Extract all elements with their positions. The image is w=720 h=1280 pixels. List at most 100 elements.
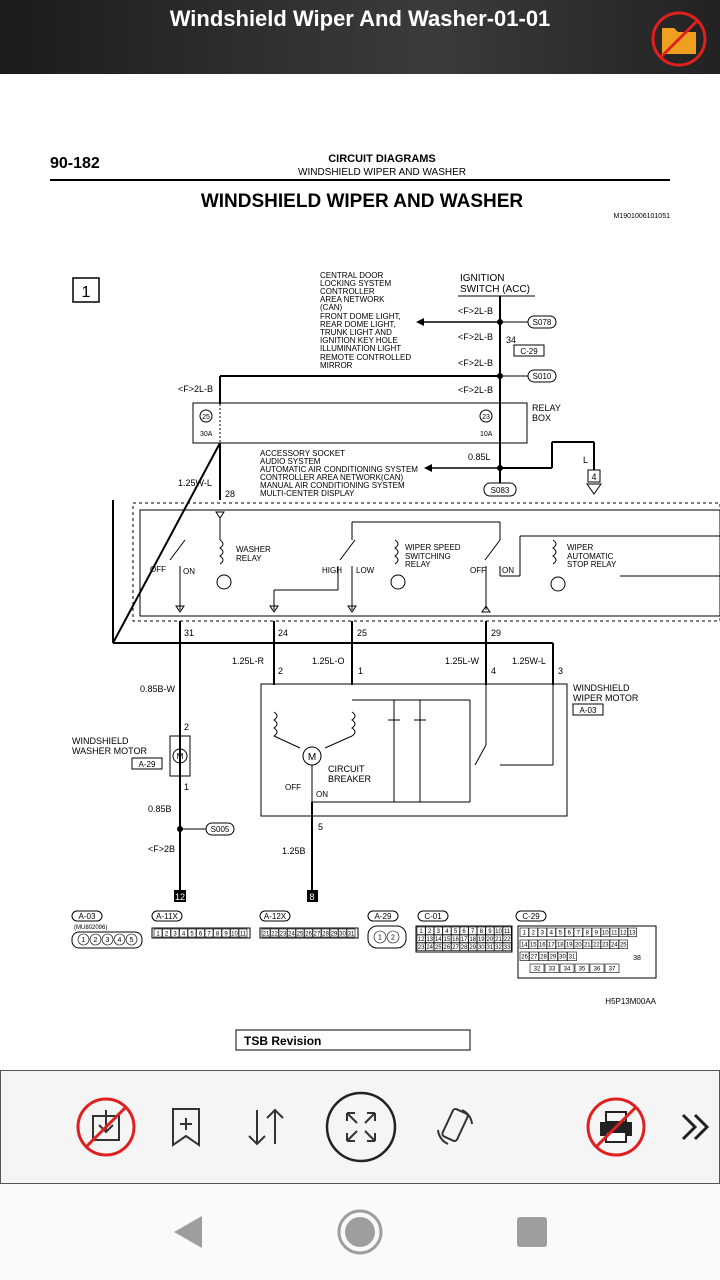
connector-pin: 2 [391, 934, 395, 941]
connector-pin: 8 [480, 929, 484, 935]
connector-a29: A-29 [139, 760, 156, 769]
bookmark-add-button[interactable] [161, 1071, 211, 1183]
rotate-icon [437, 1108, 473, 1145]
motor-symbol: M [177, 752, 184, 761]
download-disabled-button[interactable] [75, 1071, 137, 1183]
pin-label: 25 [357, 628, 367, 638]
dest-item: AUDIO SYSTEM [260, 457, 321, 466]
dest-item: (CAN) [320, 303, 343, 312]
connector-pin: 31 [569, 955, 576, 961]
ground-12: 12 [175, 892, 185, 902]
connector-pin: 9 [224, 931, 228, 937]
document-page: 90-182 CIRCUIT DIAGRAMS WINDSHIELD WIPER… [0, 74, 720, 1068]
system-nav-bar [0, 1184, 720, 1280]
connector-pin: 17 [548, 943, 555, 949]
pin-label: 29 [491, 628, 501, 638]
more-button[interactable] [671, 1071, 719, 1183]
wire-label: <F>2L-B [458, 306, 493, 316]
connector-pin: 33 [504, 945, 511, 951]
diagram-number: 1 [82, 284, 91, 301]
washer-motor-label-2: WASHER MOTOR [72, 746, 148, 756]
connector-pin: 7 [471, 929, 475, 935]
connector-pin: 15 [530, 943, 537, 949]
relay-label: STOP RELAY [567, 560, 617, 569]
dest-item: REAR DOME LIGHT, [320, 320, 396, 329]
connector-pin: 9 [595, 931, 599, 937]
dest-item: AUTOMATIC AIR CONDITIONING SYSTEM [260, 465, 418, 474]
back-icon[interactable] [160, 1204, 220, 1260]
recents-icon[interactable] [502, 1204, 562, 1260]
home-icon[interactable] [330, 1204, 390, 1260]
connector-pin: 21 [584, 943, 591, 949]
relay-label: RELAY [236, 554, 262, 563]
connector-pin: 18 [469, 937, 476, 943]
connector-a03: A-03 [580, 706, 597, 715]
switch-label: HIGH [322, 566, 342, 575]
sort-button[interactable] [239, 1071, 293, 1183]
dest-list-top: CENTRAL DOOR LOCKING SYSTEM CONTROLLER A… [320, 271, 411, 370]
main-title: WINDSHIELD WIPER AND WASHER [201, 191, 524, 212]
dest-item: MIRROR [320, 361, 353, 370]
folder-disabled-icon[interactable] [648, 10, 710, 68]
connector-pin: 4 [182, 931, 186, 937]
connector-pin: 27 [452, 945, 459, 951]
fullscreen-button[interactable] [325, 1071, 397, 1183]
wire-label: 0.85B-W [140, 684, 176, 694]
rotate-button[interactable] [427, 1071, 483, 1183]
connector-pin: 24 [426, 945, 433, 951]
connector-pin: 13 [629, 931, 636, 937]
connector-s005: S005 [211, 825, 230, 834]
pin-label: 2 [184, 722, 189, 732]
dest-item: CENTRAL DOOR [320, 271, 383, 280]
dest-item: AREA NETWORK [320, 295, 385, 304]
connector-pin: 28 [540, 955, 547, 961]
connector-c29: C-29 [520, 347, 538, 356]
connector-pin: 8 [586, 931, 590, 937]
connector-pin: 30 [478, 945, 485, 951]
dest-item: MULTI-CENTER DISPLAY [260, 489, 355, 498]
pin-label: 34 [506, 335, 516, 345]
connector-pin: 5 [130, 937, 134, 944]
ignition-label: IGNITION [460, 273, 504, 284]
wire-label: <F>2B [148, 844, 175, 854]
motor-symbol: M [308, 752, 316, 763]
connector-pin: 2 [94, 937, 98, 944]
more-chevron-icon [681, 1113, 710, 1141]
pin-label: 38 [633, 955, 641, 962]
wiper-motor-label-2: WIPER MOTOR [573, 693, 639, 703]
connector-pin: 2 [165, 931, 169, 937]
wire-label: <F>2L-B [178, 384, 213, 394]
connector-pin: 21 [263, 931, 270, 937]
connector-pin: 14 [521, 943, 528, 949]
connector-pin: 31 [487, 945, 494, 951]
dest-item: ACCESSORY SOCKET [260, 449, 345, 458]
connector-pin: 20 [487, 937, 494, 943]
bookmark-add-icon [172, 1108, 200, 1147]
connector-pin: 29 [550, 955, 557, 961]
connector-s010: S010 [533, 372, 552, 381]
connector-pin: 12 [418, 937, 425, 943]
connector-pin: 25 [435, 945, 442, 951]
connector-pin: 23 [418, 945, 425, 951]
connector-pin: 10 [602, 931, 609, 937]
circuit-diagram: 90-182 CIRCUIT DIAGRAMS WINDSHIELD WIPER… [50, 153, 720, 1051]
wire-label: 0.85L [468, 452, 491, 462]
connector-pin: 6 [462, 929, 466, 935]
connector-pin: 28 [461, 945, 468, 951]
document-title: Windshield Wiper And Washer-01-01 [169, 6, 551, 31]
connector-pin: 1 [523, 931, 527, 937]
connector-pin: 32 [534, 967, 541, 973]
pin-label: 31 [184, 628, 194, 638]
dest-item: REMOTE CONTROLLED [320, 353, 411, 362]
dest-item: CONTROLLER [320, 287, 375, 296]
print-disabled-button[interactable] [585, 1071, 647, 1183]
connector-pin: 19 [478, 937, 485, 943]
connector-pin: 15 [444, 937, 451, 943]
pin-label: 1 [358, 666, 363, 676]
fuse-10a: 10A [480, 431, 493, 438]
relay-box-label-2: BOX [532, 413, 551, 423]
wire-label: 0.85B [148, 804, 172, 814]
connector-pin: 29 [469, 945, 476, 951]
